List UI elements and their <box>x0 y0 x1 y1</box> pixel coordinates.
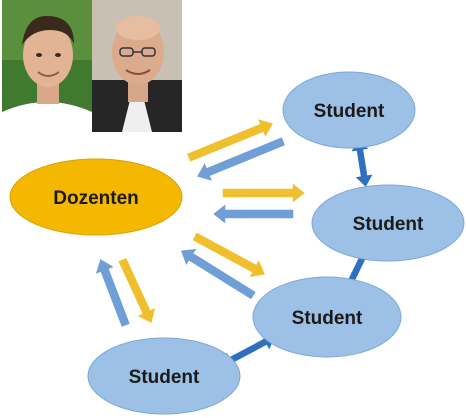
arrow-student-mid-to-dozenten <box>178 247 258 302</box>
node-shape-student-bottom <box>87 337 241 415</box>
node-shape-student-right <box>311 184 465 262</box>
node-shape-student-top <box>282 71 416 149</box>
node-label-student-top: Student <box>314 101 385 122</box>
arrow-student-top-to-dozenten <box>194 135 287 184</box>
node-student-bottom: Student <box>87 337 241 415</box>
node-student-top: Student <box>282 71 416 149</box>
node-student-right: Student <box>311 184 465 262</box>
lecturer-photo-2 <box>92 0 182 132</box>
node-shape-student-mid <box>252 276 402 358</box>
node-dozenten: Dozenten <box>9 158 183 236</box>
arrow-student-right-to-dozenten <box>210 201 295 227</box>
arrow-dozenten-to-student-top <box>185 116 276 164</box>
node-label-student-bottom: Student <box>129 367 200 388</box>
node-label-dozenten: Dozenten <box>53 188 139 209</box>
node-label-student-mid: Student <box>292 308 363 329</box>
arrow-dozenten-to-student-bottom <box>116 255 158 326</box>
node-label-student-right: Student <box>353 214 424 235</box>
node-student-mid: Student <box>252 276 402 358</box>
lecturer-photo-1 <box>2 0 92 132</box>
node-shape-dozenten <box>9 158 183 236</box>
arrow-dozenten-to-student-right <box>221 180 308 206</box>
arrow-student-bottom-to-dozenten <box>93 256 132 329</box>
arrow-dozenten-to-student-mid <box>190 230 268 279</box>
